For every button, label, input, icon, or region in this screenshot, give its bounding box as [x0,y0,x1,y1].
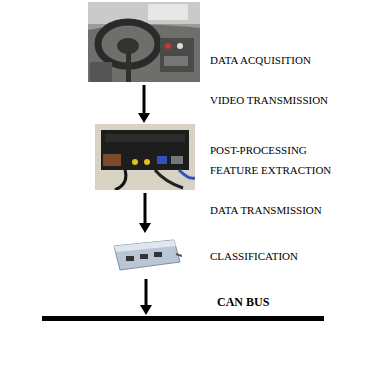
stage-label: DATA ACQUISITION [210,50,360,70]
transmission-label: DATA TRANSMISSION [208,203,324,217]
stage-label: CLASSIFICATION [210,246,360,266]
transmission-label: VIDEO TRANSMISSION [208,93,330,107]
photo-stage: POST-PROCESSING FEATURE EXTRACTION [95,124,195,190]
bus-label: CAN BUS [217,292,317,312]
processing-unit-photo [95,124,195,190]
bus-line: CAN BUS [42,316,324,321]
flow-arrow [139,193,151,233]
classifier-unit-photo [110,234,182,276]
stage-label: POST-PROCESSING FEATURE EXTRACTION [210,140,352,180]
flow-arrow [138,85,150,123]
photo-stage: CLASSIFICATION [110,234,182,276]
flow-arrow [140,279,152,315]
photo-stage: DATA ACQUISITION [88,2,200,82]
dashboard-photo [88,2,200,82]
